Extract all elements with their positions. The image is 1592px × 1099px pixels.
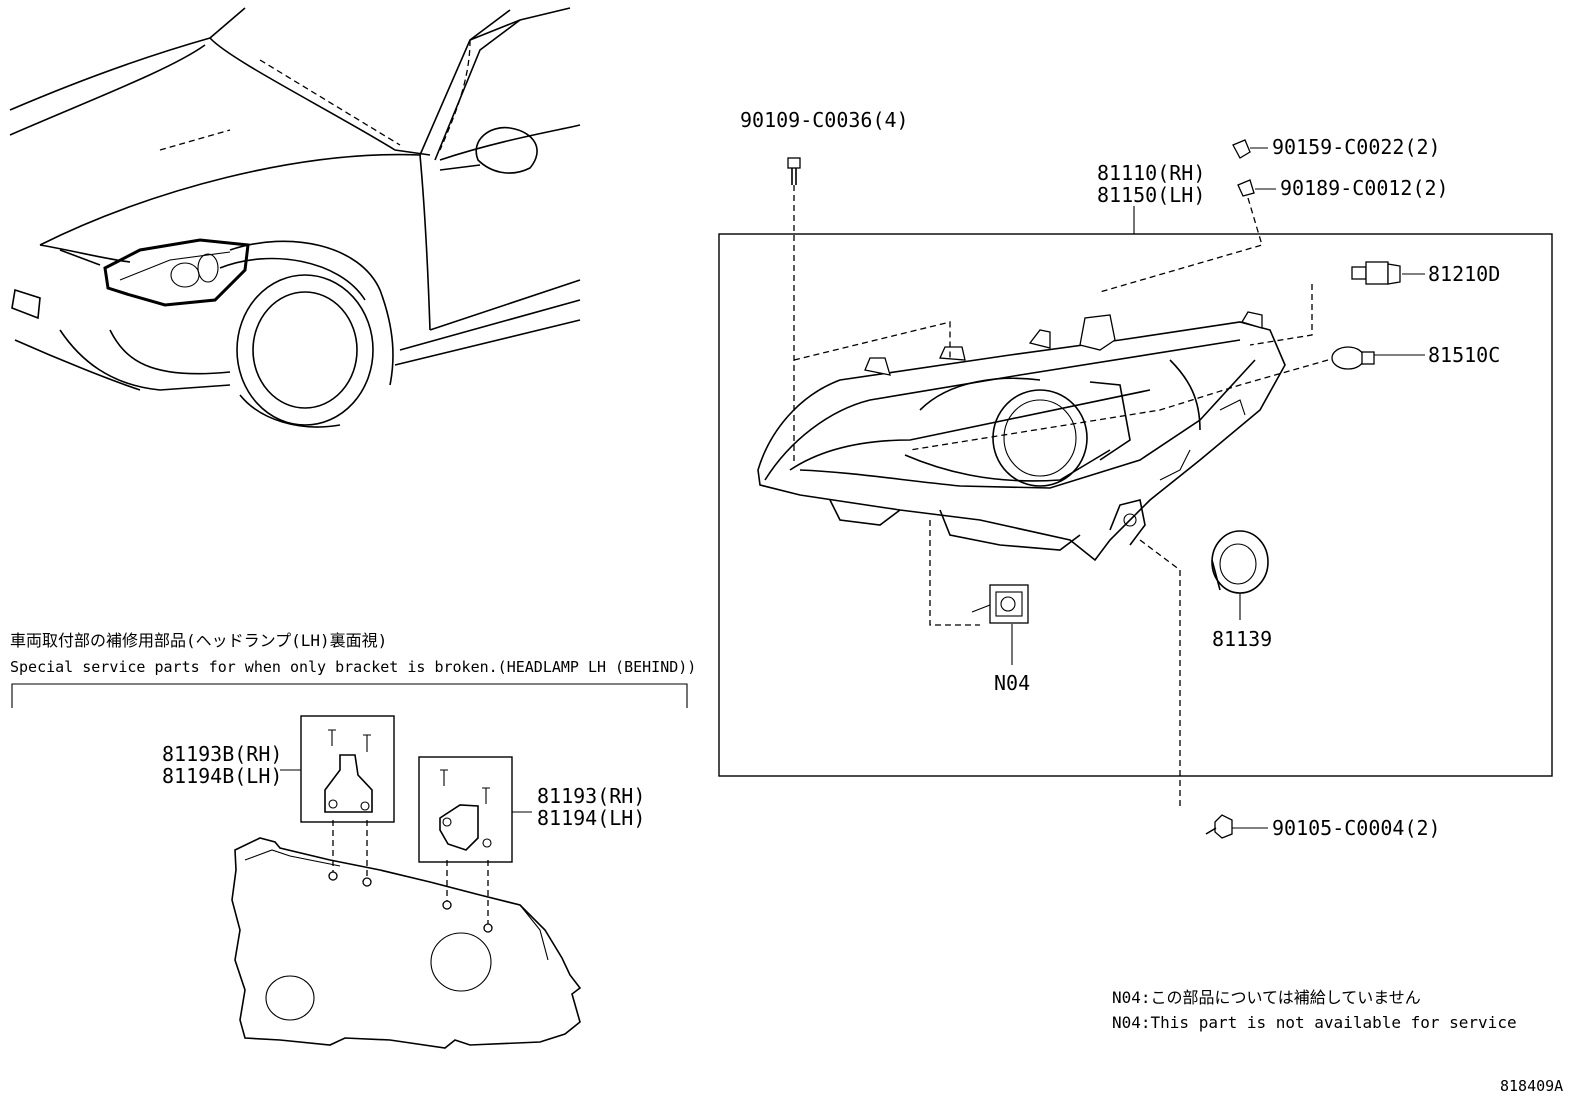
special-service-title-en: Special service parts for when only brac… [10, 658, 696, 676]
headlamp-assembly-box [718, 233, 1553, 777]
label-bracket-b-rh: 81193B(RH) [162, 742, 282, 766]
label-clip1: 90159-C0022(2) [1272, 135, 1441, 159]
special-service-bracket [11, 683, 688, 708]
clip-90189 [1237, 179, 1255, 197]
bracket-box [418, 756, 513, 863]
special-service-title-jp: 車両取付部の補修用部品(ヘッドランプ(LH)裏面視) [10, 631, 387, 650]
bulb-81510c [1331, 346, 1375, 370]
headlamp-unit [757, 311, 1286, 562]
label-cover: 81139 [1212, 627, 1272, 651]
bolt-90109 [787, 157, 801, 465]
label-headlamp-lh: 81150(LH) [1097, 183, 1205, 207]
label-n04: N04 [994, 671, 1030, 695]
diagram-id: 818409A [1500, 1077, 1563, 1095]
car-front-illustration [9, 7, 581, 428]
label-bulb-small: 81510C [1428, 343, 1500, 367]
cover-81139 [1211, 530, 1269, 594]
bulb-81210d [1351, 261, 1401, 285]
label-bracket-rh: 81193(RH) [537, 784, 645, 808]
label-clip2: 90189-C0012(2) [1280, 176, 1449, 200]
label-bolt-bottom: 90105-C0004(2) [1272, 816, 1441, 840]
label-bracket-lh: 81194(LH) [537, 806, 645, 830]
bracket-b-box [300, 715, 395, 823]
label-bracket-b-lh: 81194B(LH) [162, 764, 282, 788]
label-headlamp-rh: 81110(RH) [1097, 161, 1205, 185]
clip-90159 [1232, 139, 1251, 159]
n04-module [971, 584, 1029, 624]
note-en: N04:This part is not available for servi… [1112, 1013, 1517, 1032]
bracket-b-part [324, 729, 373, 813]
label-bulb-main: 81210D [1428, 262, 1500, 286]
headlamp-back-view [231, 837, 582, 1049]
bracket-part [439, 769, 492, 851]
label-bolt-top: 90109-C0036(4) [740, 108, 909, 132]
note-jp: N04:この部品については補給していません [1112, 988, 1421, 1007]
bolt-90105 [1205, 814, 1233, 839]
